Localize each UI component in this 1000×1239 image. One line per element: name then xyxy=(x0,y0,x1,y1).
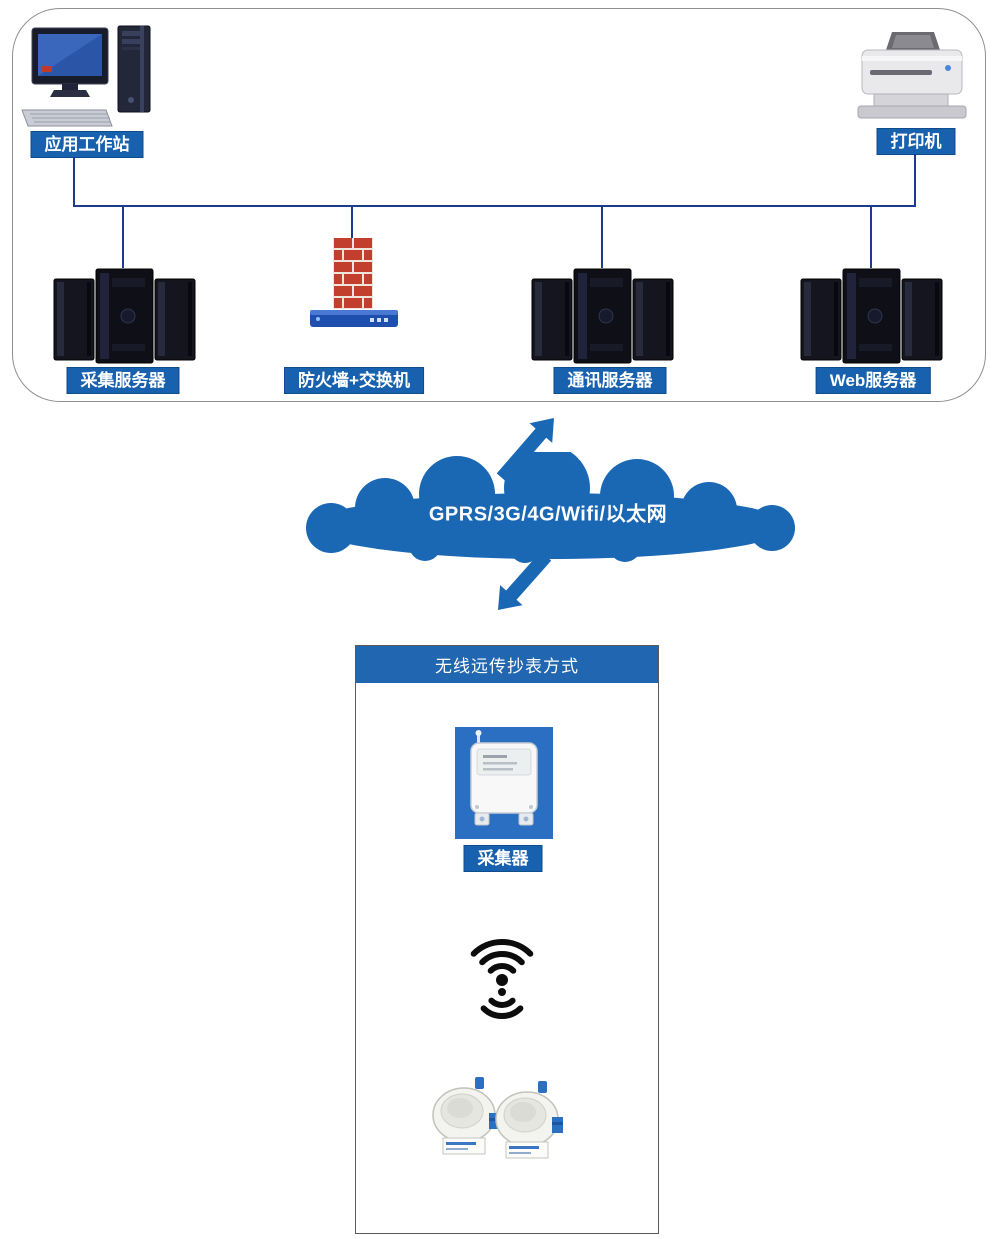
collection-server-drop-line xyxy=(122,207,124,268)
workstation-drop-line xyxy=(73,157,75,205)
workstation-label: 应用工作站 xyxy=(30,131,144,158)
collector-label: 采集器 xyxy=(463,845,543,872)
communication-server-icon xyxy=(530,266,675,366)
network-cloud-shape xyxy=(295,445,805,567)
communication-server-drop-line xyxy=(601,207,603,268)
network-cloud-label: GPRS/3G/4G/Wifi/以太网 xyxy=(428,503,668,526)
printer-drop-line xyxy=(914,154,916,205)
web-server-icon xyxy=(799,266,944,366)
bus-line xyxy=(73,205,916,207)
communication-server-label: 通讯服务器 xyxy=(553,367,667,394)
meter-panel-header: 无线远传抄表方式 xyxy=(356,646,658,683)
collection-server-label: 采集服务器 xyxy=(66,367,180,394)
web-server-label: Web服务器 xyxy=(815,367,931,394)
water-meter-icon xyxy=(430,1075,565,1170)
firewall-drop-line xyxy=(351,207,353,240)
firewall-switch-label: 防火墙+交换机 xyxy=(284,367,424,394)
wireless-signal-icon xyxy=(454,924,550,1029)
collection-server-icon xyxy=(52,266,197,366)
workstation-icon xyxy=(18,22,155,129)
down-arrow-icon xyxy=(486,548,561,618)
printer-label: 打印机 xyxy=(876,128,956,155)
printer-icon xyxy=(856,30,968,126)
collector-icon xyxy=(455,727,553,839)
web-server-drop-line xyxy=(870,207,872,268)
firewall-switch-icon xyxy=(308,238,400,334)
